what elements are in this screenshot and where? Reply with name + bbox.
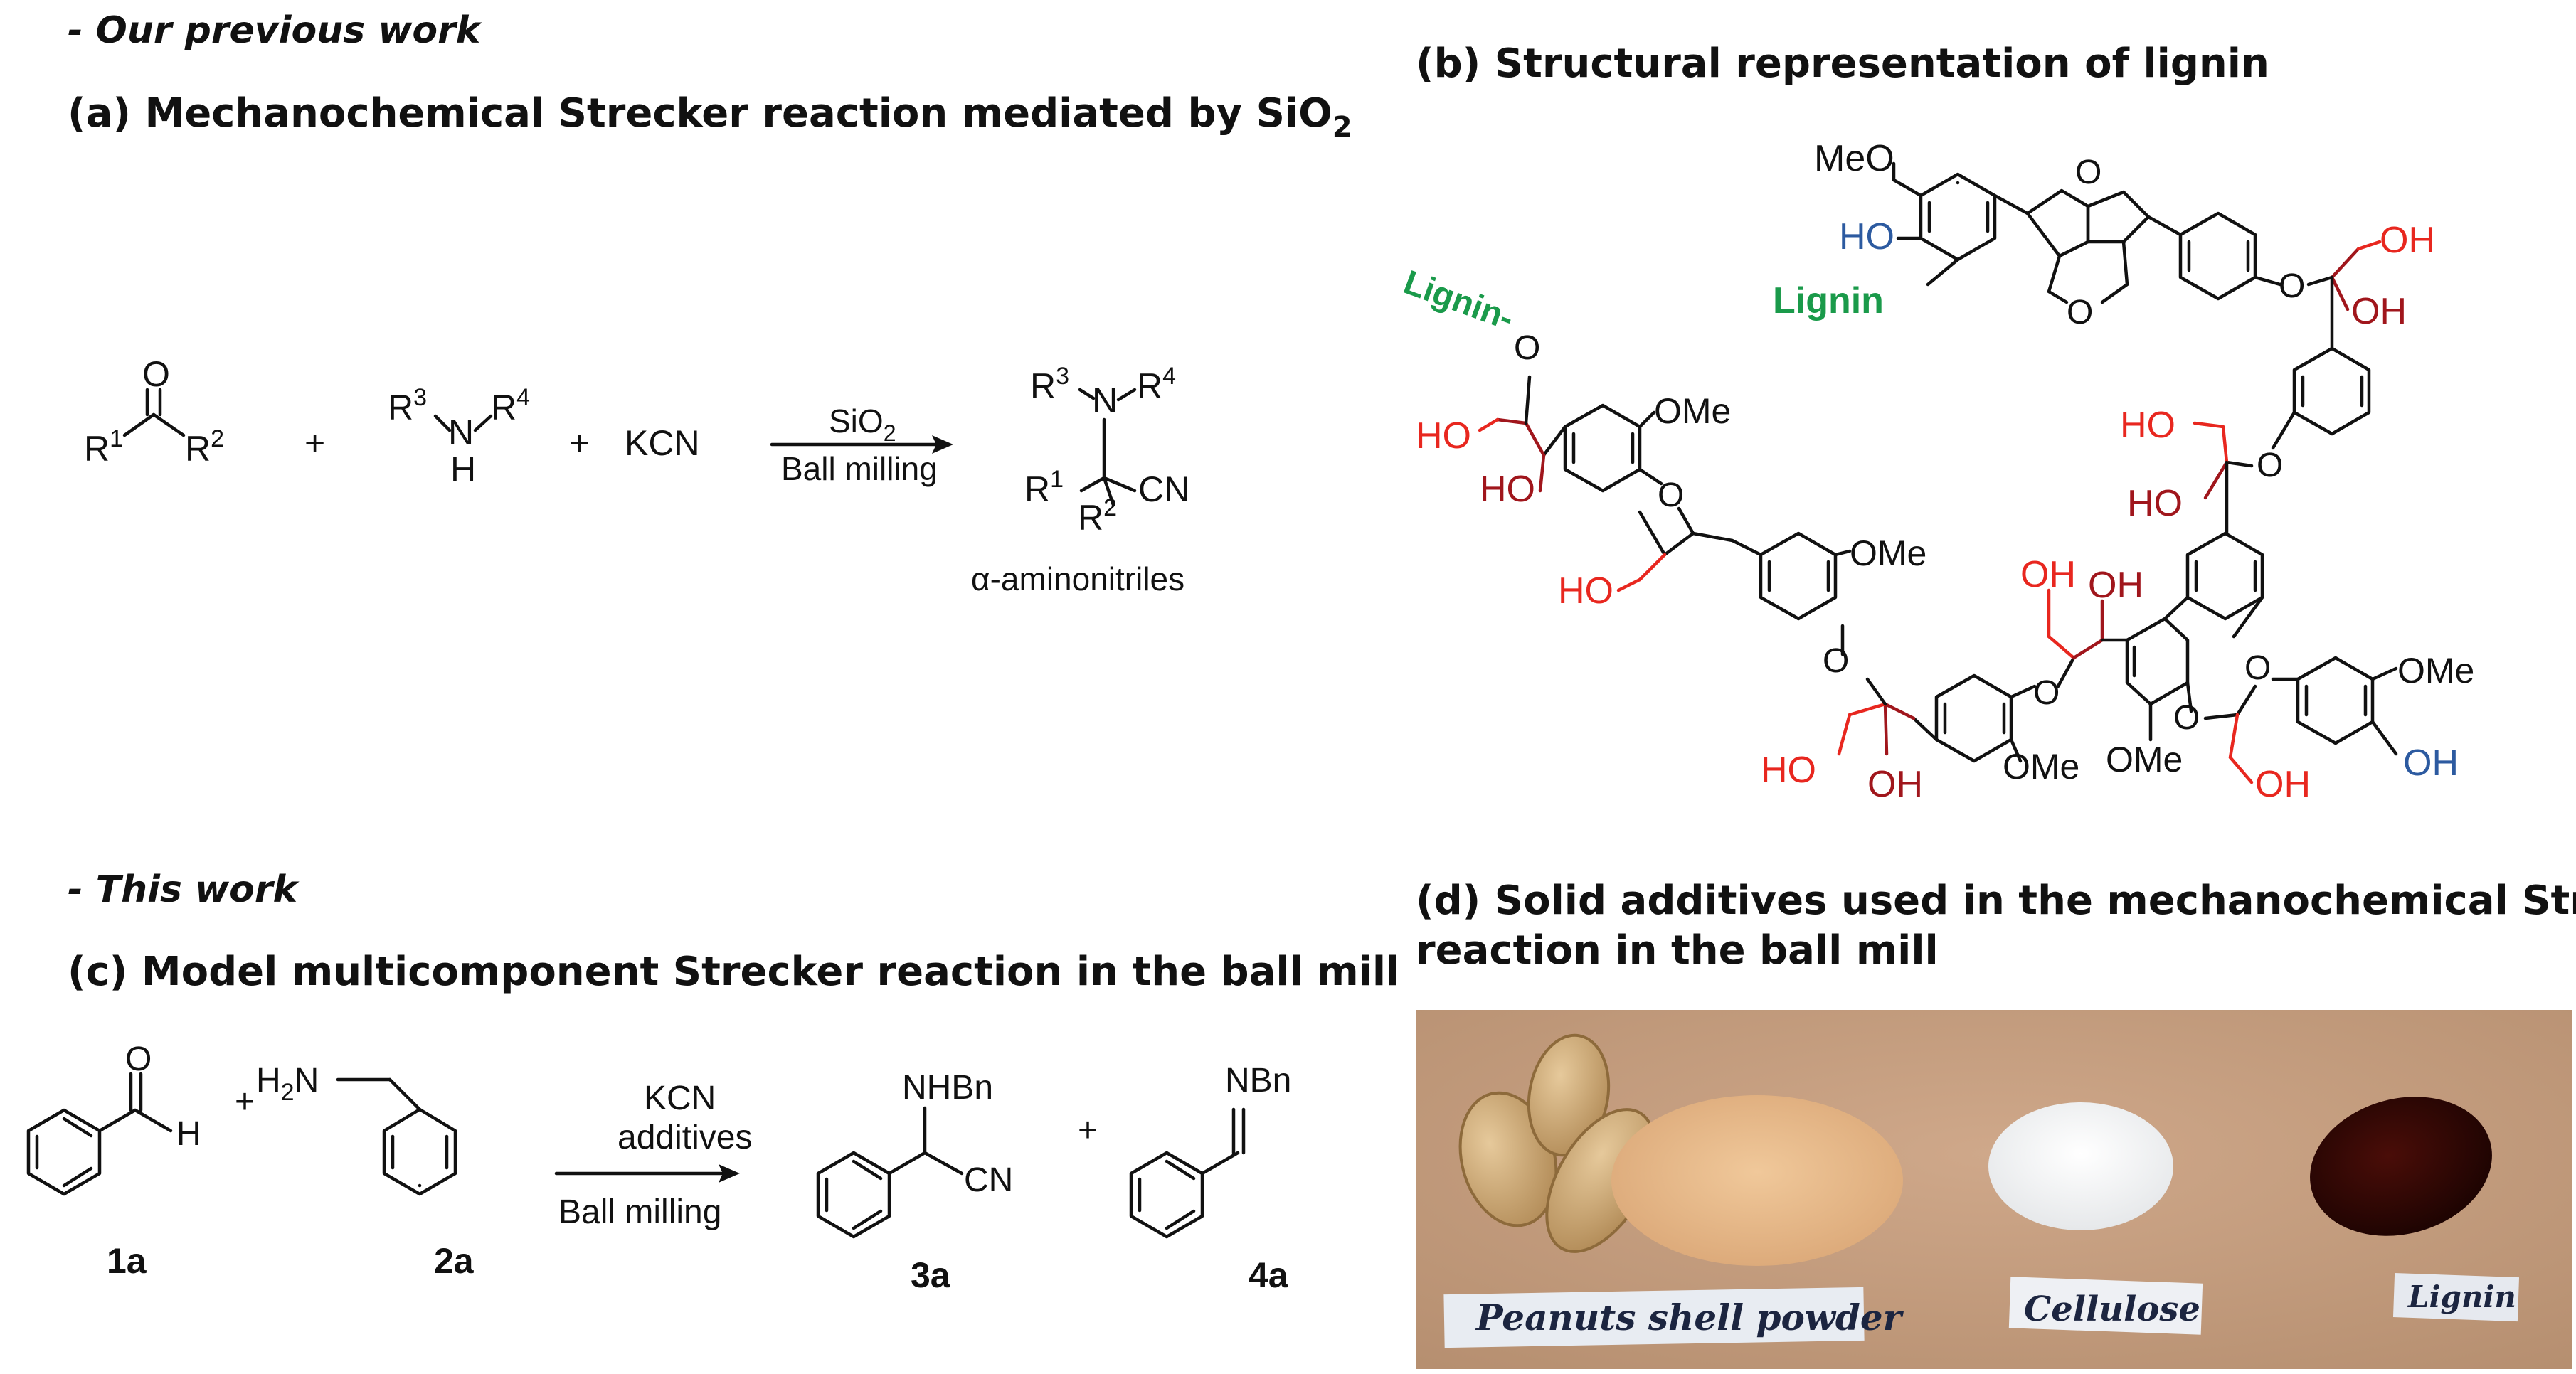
cellulose-pile	[1988, 1102, 2173, 1230]
amine-r3: R3	[388, 384, 427, 427]
panel-b-title: (b) Structural representation of lignin	[1416, 41, 2269, 87]
label-lignin-2: Lignin-	[1399, 264, 1518, 339]
label-oh-red-1: OH	[2380, 220, 2435, 261]
panel-d-title-line1: (d) Solid additives used in the mechanoc…	[1416, 878, 2576, 924]
label-peanut-shell-powder: Peanuts shell powder	[1475, 1296, 1904, 1338]
label-ho-dred-2: HO	[2127, 483, 2183, 524]
product-nhbn: NHBn	[902, 1069, 993, 1107]
label-o-ring-g: O	[2033, 674, 2060, 712]
product-r2: R2	[1078, 494, 1117, 538]
product-r3: R3	[1030, 363, 1069, 406]
ketone-r1: R1	[84, 425, 123, 469]
label-o-lignin-link: O	[1514, 329, 1540, 367]
panel-d-title-line2: reaction in the ball mill	[1416, 927, 1939, 974]
plus-c1: +	[235, 1083, 255, 1121]
label-card-peanut	[1443, 1287, 1865, 1348]
label-oh-red-3: OH	[2255, 764, 2311, 805]
label-oh-blue-f: OH	[2403, 742, 2459, 784]
label-oh-dred-1: OH	[2351, 291, 2407, 332]
label-lignin-1: Lignin	[1773, 280, 1884, 321]
lignin-pile	[2310, 1097, 2492, 1236]
label-o-furan-2: O	[2067, 294, 2093, 331]
kcn-label: KCN	[625, 423, 700, 463]
label-ome-ring-h: OMe	[1850, 533, 1926, 573]
arrow-condition-a: Ball milling	[781, 450, 938, 487]
amine-h: H	[450, 449, 476, 489]
product-n: N	[1092, 380, 1118, 420]
this-work-header: - This work	[68, 868, 300, 911]
aldehyde-h: H	[176, 1115, 201, 1153]
panel-a-title: (a) Mechanochemical Strecker reaction me…	[68, 90, 1352, 144]
label-lignin: Lignin	[2407, 1279, 2516, 1314]
product-cn: CN	[1138, 469, 1189, 509]
label-ome-ring-i: OMe	[1654, 391, 1731, 431]
label-meo-1: MeO	[1814, 138, 1894, 179]
compound-2a: 2a	[434, 1241, 475, 1281]
compound-4a: 4a	[1249, 1255, 1289, 1295]
plus-c2: +	[1078, 1112, 1098, 1149]
arrow-condition-c: Ball milling	[558, 1193, 721, 1231]
arrow-reagent-sio2: SiO2	[829, 403, 896, 446]
compound-3a: 3a	[911, 1255, 951, 1295]
arrow-reagent-kcn: KCN	[644, 1080, 716, 1117]
panel-c-scheme: O H 1a + H2N 2a KCN additives Ball milli…	[26, 1040, 1291, 1295]
label-o-dioxocin-2: O	[2244, 649, 2271, 687]
panel-c-title: (c) Model multicomponent Strecker reacti…	[68, 949, 1399, 995]
product-nbn: NBn	[1225, 1062, 1291, 1099]
label-card-cellulose	[2008, 1277, 2203, 1335]
label-o-dioxocin: O	[2173, 699, 2200, 737]
label-oh-red-4: OH	[2020, 554, 2076, 595]
amine-r4: R4	[491, 384, 530, 427]
product-r1: R1	[1024, 466, 1064, 509]
product-r4: R4	[1137, 363, 1176, 406]
label-o-furan-1: O	[2075, 154, 2101, 191]
label-oh-dred-4: OH	[2088, 565, 2143, 606]
label-o-ring-b: O	[2279, 267, 2305, 305]
plus-1: +	[304, 423, 325, 463]
product-3a-cn: CN	[964, 1161, 1013, 1199]
label-ome-ring-e: OMe	[2106, 740, 2183, 779]
label-ome-ring-g: OMe	[2003, 747, 2079, 787]
label-o-link: O	[1823, 642, 1849, 680]
label-card-lignin	[2392, 1273, 2520, 1322]
amine-n: N	[448, 412, 474, 452]
ketone-oxygen: O	[142, 354, 170, 394]
amine-h2n: H2N	[256, 1062, 319, 1106]
label-ho-red-7: HO	[1416, 415, 1471, 457]
label-ho-blue-1: HO	[1839, 216, 1894, 257]
label-o-ring-c: O	[2257, 447, 2283, 484]
previous-work-header: - Our previous work	[68, 9, 483, 52]
ketone-r2: R2	[185, 425, 224, 469]
label-ho-red-6: HO	[1558, 570, 1613, 612]
plus-2: +	[569, 423, 590, 463]
aldehyde-o: O	[125, 1040, 152, 1078]
peanut-shell-2	[1527, 1033, 1611, 1157]
label-cellulose: Cellulose	[2024, 1289, 2200, 1329]
label-ho-red-2: HO	[2120, 405, 2175, 446]
label-oh-dred-5: OH	[1867, 764, 1923, 805]
label-ome-ring-f: OMe	[2397, 651, 2474, 691]
label-ho-dred-6: HO	[1480, 469, 1535, 510]
compound-1a: 1a	[107, 1241, 147, 1281]
panel-a-scheme: O R1 R2 + R3 N H R4 + KCN SiO2 Ball mill…	[84, 354, 1189, 597]
peanut-powder-pile	[1611, 1095, 1903, 1266]
additives-photo: Peanuts shell powder Cellulose Lignin	[1416, 1010, 2572, 1369]
product-name-a: α-aminonitriles	[971, 560, 1184, 597]
arrow-reagent-additives: additives	[618, 1119, 752, 1156]
label-ho-red-5: HO	[1761, 750, 1816, 791]
lignin-structure: MeO HO Lignin O O O OH OH O	[1399, 138, 2474, 805]
